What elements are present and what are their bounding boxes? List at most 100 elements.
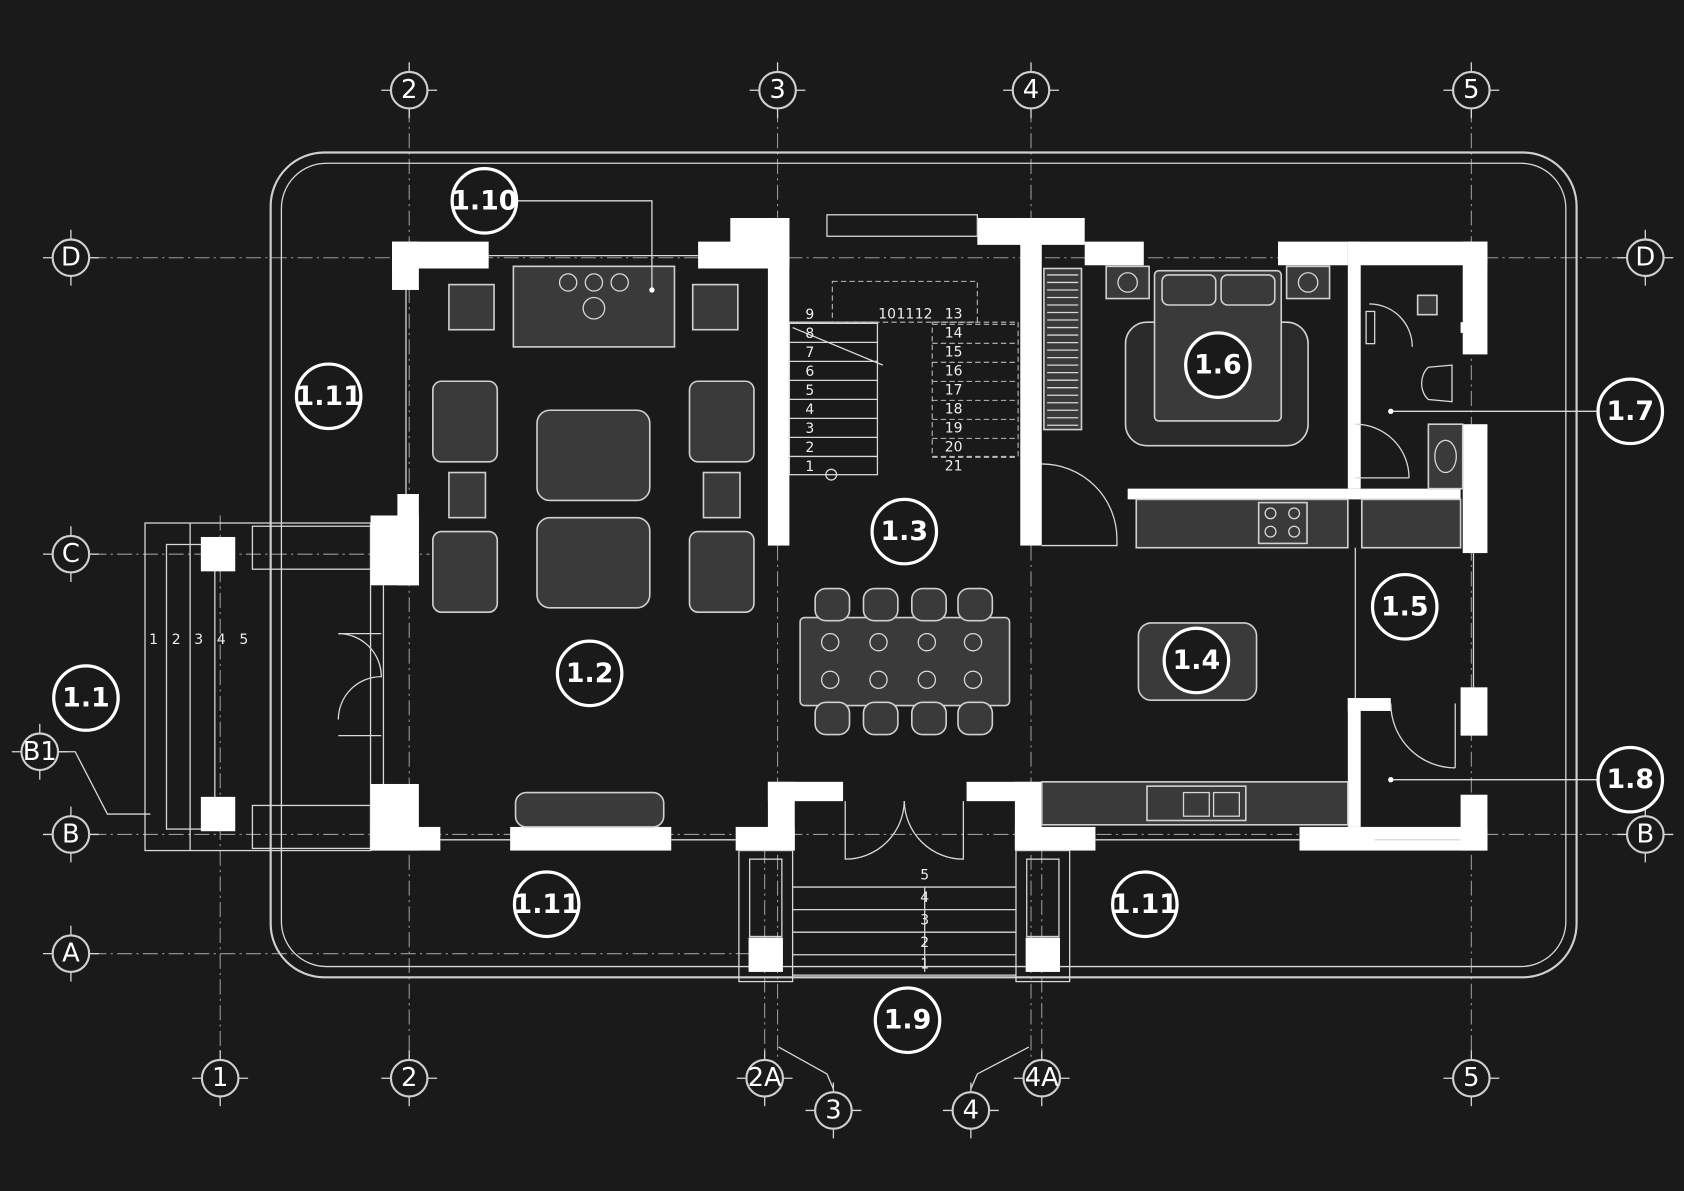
grid-bubble-D: D: [42, 229, 99, 286]
dining-chair: [862, 701, 899, 736]
stair-step-number: 13: [945, 307, 963, 323]
leader-lines: [517, 200, 1599, 783]
room-tag-label: 1.5: [1381, 591, 1429, 622]
side-porch: [144, 522, 372, 852]
room-tag-1-10: 1.10: [450, 166, 519, 235]
porch-step-number: 5: [239, 632, 248, 648]
grid-label: 5: [1463, 1063, 1479, 1093]
room-tag-label: 1.11: [1112, 889, 1178, 920]
place-setting: [917, 670, 937, 690]
grid-label: 3: [769, 75, 785, 105]
grid-bubble-4: 4: [1003, 62, 1059, 119]
place-setting: [963, 670, 983, 690]
room-tag-1-5: 1.5: [1370, 572, 1439, 641]
stair-step-number: 2: [805, 440, 814, 456]
staircase: [788, 280, 1019, 481]
grid-bubble-2: 2: [381, 62, 438, 119]
grid-label: 2A: [748, 1063, 782, 1093]
entry-step-number: 3: [920, 912, 929, 928]
stair-step-number: 12: [915, 307, 933, 323]
grid-label: 4A: [1025, 1063, 1059, 1093]
grid-label: D: [61, 243, 81, 273]
grid-label: 5: [1463, 75, 1479, 105]
grid-label: 4: [1023, 75, 1039, 105]
dining-chair: [957, 701, 994, 736]
entry-step-number: 2: [920, 935, 929, 951]
grid-label: A: [62, 939, 80, 969]
porch-step-number: 2: [172, 632, 181, 648]
grid-bubble-D: D: [1617, 229, 1674, 286]
room-tag-label: 1.1: [62, 683, 110, 714]
dining-chair: [814, 701, 851, 736]
room-tag-label: 1.6: [1194, 350, 1242, 381]
grid-bubble-5: 5: [1443, 1050, 1500, 1107]
room-tag-1-1: 1.1: [52, 664, 120, 732]
entry-step-number: 4: [920, 890, 929, 906]
room-tag-1-6: 1.6: [1184, 331, 1252, 399]
terrace-outline: [269, 151, 1578, 979]
dining-chair: [911, 701, 947, 736]
living-room-furniture: [432, 265, 755, 828]
place-setting: [869, 670, 888, 690]
grid-bubble-B: B: [1617, 806, 1674, 863]
room-tag-1-11: 1.11: [1111, 870, 1179, 939]
stair-step-number: 15: [945, 345, 963, 361]
grid-label: B1: [23, 737, 57, 767]
porch-step-number: 3: [194, 632, 203, 648]
stair-step-number: 8: [805, 326, 814, 342]
room-tag-1-3: 1.3: [870, 497, 939, 566]
stair-step-number: 1: [805, 459, 814, 475]
grid-bubble-3: 3: [805, 1082, 862, 1139]
grid-bubble-A: A: [42, 925, 99, 982]
room-tag-label: 1.10: [451, 185, 517, 216]
grid-label: 4: [963, 1095, 979, 1125]
room-tag-1-4: 1.4: [1162, 626, 1231, 695]
grid-label: D: [1635, 243, 1655, 273]
room-tag-label: 1.8: [1607, 764, 1655, 795]
stair-step-number: 17: [945, 383, 963, 399]
grid-label: C: [62, 539, 80, 569]
grid-bubble-2A: 2A: [736, 1050, 793, 1107]
entry-step-number: 1: [920, 956, 929, 972]
room-tag-1-2: 1.2: [555, 639, 624, 708]
grid-bubble-C: C: [42, 526, 99, 583]
grid-bubble-5: 5: [1443, 62, 1500, 119]
grid-bubble-3: 3: [749, 62, 806, 119]
room-tag-label: 1.11: [514, 889, 580, 920]
stair-step-number: 6: [805, 364, 814, 380]
entry-step-number: 5: [920, 867, 929, 883]
place-setting: [917, 632, 937, 652]
grid-label: 3: [825, 1095, 841, 1125]
kitchen-counters: [1040, 498, 1462, 826]
stair-step-number: 14: [945, 326, 963, 342]
grid-label: B: [1636, 819, 1654, 849]
dining-chair: [862, 587, 899, 622]
stair-step-number: 4: [805, 402, 814, 418]
room-tag-1-11: 1.11: [512, 870, 581, 939]
grid-bubble-1: 1: [192, 1050, 249, 1107]
entrance-steps: [738, 849, 1071, 983]
room-tag-1-8: 1.8: [1596, 745, 1665, 814]
dining-chair: [814, 587, 851, 622]
grid-bubble-B1: B1: [11, 723, 68, 780]
grid-label: B: [62, 819, 80, 849]
grid-bubble-4A: 4A: [1013, 1050, 1070, 1107]
stair-step-number: 20: [945, 440, 963, 456]
place-setting: [820, 670, 840, 690]
porch-step-number: 4: [217, 632, 226, 648]
stair-step-number: 10: [878, 307, 896, 323]
room-tag-1-9: 1.9: [873, 986, 942, 1055]
stair-step-number: 18: [945, 402, 963, 418]
stair-step-number: 9: [805, 307, 814, 323]
dining-table: [799, 587, 1011, 736]
grid-bubble-4: 4: [942, 1082, 999, 1139]
grid-bubble-2: 2: [381, 1050, 438, 1107]
stair-step-number: 16: [945, 364, 963, 380]
room-tag-1-11: 1.11: [294, 362, 363, 431]
room-tag-label: 1.3: [881, 516, 929, 547]
place-setting: [963, 632, 983, 652]
dining-chair: [957, 587, 994, 622]
